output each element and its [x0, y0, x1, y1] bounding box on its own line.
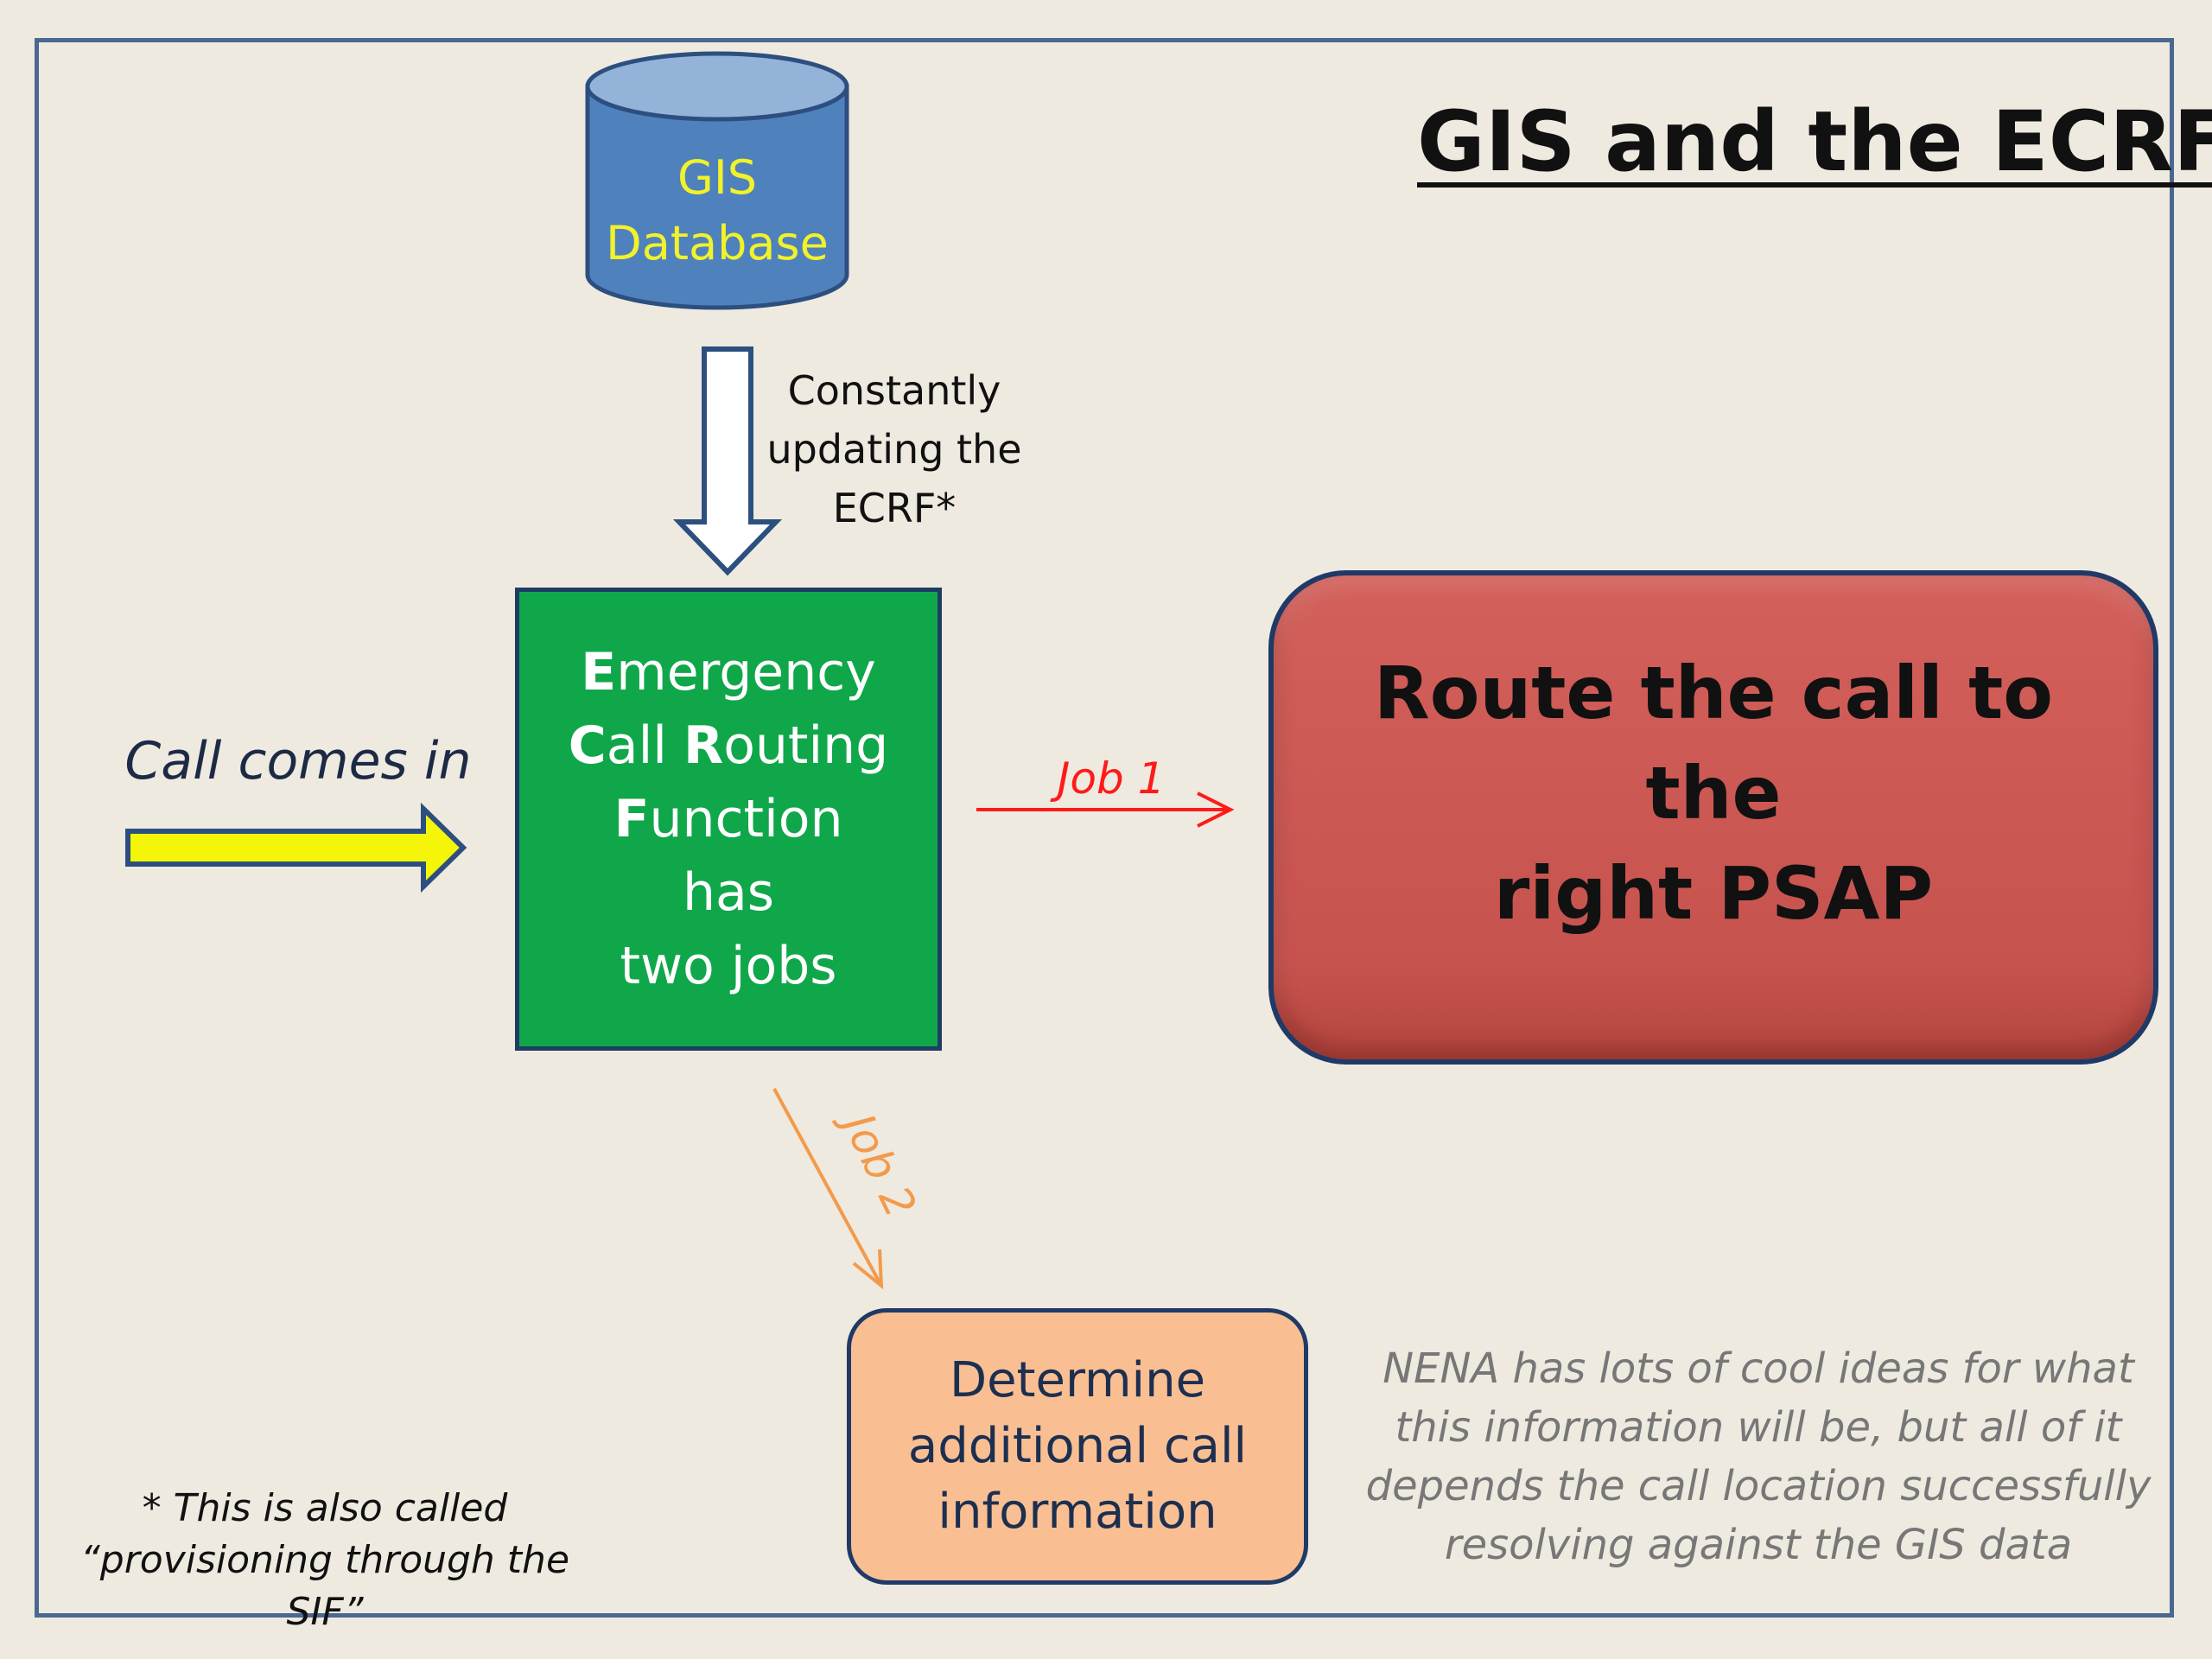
additional-info-line2: additional call — [907, 1418, 1248, 1474]
footnote-line2: “provisioning through the SIF” — [79, 1538, 570, 1634]
ecrf-line4: has — [682, 861, 775, 923]
update-label-line1: Constantly — [787, 367, 1001, 414]
route-psap-text: Route the call to the right PSAP — [1325, 643, 2102, 944]
diagram-title: GIS and the ECRF — [1417, 93, 2212, 190]
gis-database-label-line1: GIS — [677, 150, 758, 205]
additional-info-text: Determine additional call information — [870, 1348, 1285, 1545]
additional-info-line1: Determine — [949, 1352, 1206, 1408]
update-arrow-label: Constantly updating the ECRF* — [752, 361, 1037, 537]
footnote-line1: * This is also called — [142, 1486, 508, 1530]
job2-arrow — [772, 1088, 884, 1290]
gis-database-label-line2: Database — [606, 216, 829, 270]
nena-note: NENA has lots of cool ideas for what thi… — [1365, 1339, 2152, 1574]
update-label-line2: updating the — [766, 426, 1022, 473]
ecrf-line1: Emergency — [581, 641, 876, 702]
additional-info-line3: information — [938, 1484, 1217, 1540]
diagram-frame — [35, 38, 2174, 1618]
nena-note-line3: depends the call location successfully — [1365, 1462, 2152, 1510]
footnote: * This is also called “provisioning thro… — [48, 1483, 601, 1638]
update-arrow — [672, 346, 783, 576]
job1-label: Job 1 — [1057, 753, 1166, 804]
ecrf-line2: Call Routing — [568, 715, 889, 776]
incoming-call-arrow — [125, 802, 467, 893]
nena-note-line1: NENA has lots of cool ideas for what — [1382, 1344, 2134, 1393]
gis-database-icon — [585, 51, 849, 310]
gis-database-label: GIS Database — [588, 145, 847, 276]
route-psap-line2: right PSAP — [1493, 851, 1934, 936]
job1-arrow — [976, 791, 1235, 828]
route-psap-box: Route the call to the right PSAP — [1268, 570, 2158, 1065]
route-psap-line1: Route the call to the — [1374, 651, 2053, 836]
additional-info-box: Determine additional call information — [847, 1308, 1308, 1585]
ecrf-box: Emergency Call Routing Function has two … — [515, 588, 942, 1051]
ecrf-line5: two jobs — [620, 935, 837, 996]
nena-note-line2: this information will be, but all of it — [1395, 1403, 2122, 1452]
update-label-line3: ECRF* — [832, 485, 957, 531]
ecrf-line3: Function — [613, 788, 843, 849]
incoming-call-label: Call comes in — [124, 731, 472, 791]
nena-note-line4: resolving against the GIS data — [1444, 1521, 2073, 1569]
